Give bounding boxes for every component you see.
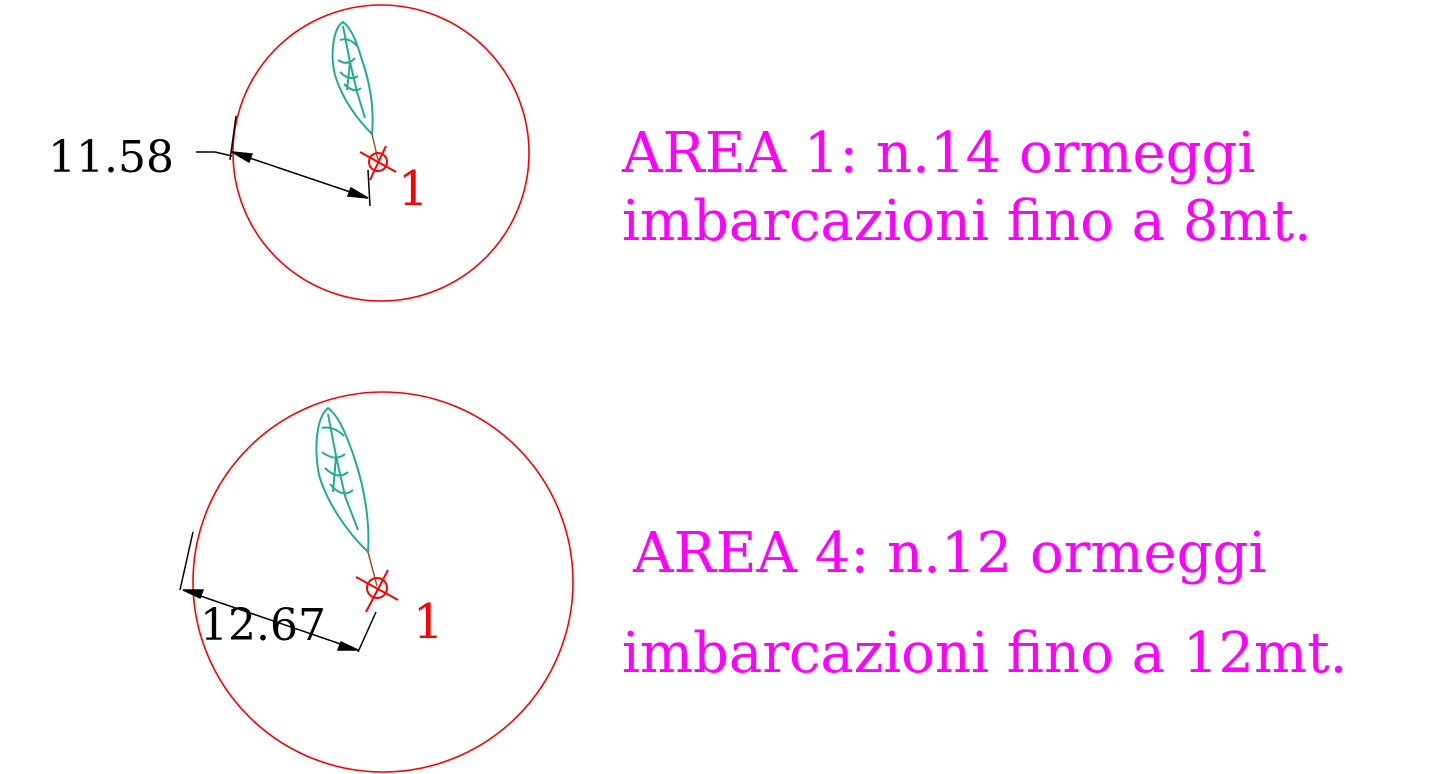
area-4-group: 1 12.67 AREA 4: n.12 ormeggi imbarcazion… [179,391,1347,773]
area-1-mooring-number: 1 [398,161,429,217]
area-4-boat-icon [315,406,370,555]
area-4-subtitle: imbarcazioni fino a 12mt. [622,621,1347,686]
area-4-mooring-number: 1 [413,594,444,650]
area-4-mooring-marker-icon [355,569,399,613]
area-4-radius-label: 12.67 [200,600,326,651]
area-1-title: AREA 1: n.14 ormeggi [621,121,1255,186]
area-1-radius-dimension [196,115,371,207]
area-4-swing-circle [192,391,574,773]
area-4-title: AREA 4: n.12 ormeggi [632,521,1266,586]
area-1-mooring-marker-icon [359,145,397,181]
area-4-radius-dimension [179,531,377,653]
area-1-group: 1 11.58 AREA 1: n.14 ormeggi imbarcazion… [48,4,1312,302]
area-1-radius-label: 11.58 [48,132,174,183]
area-1-boat-icon [331,20,374,137]
area-1-subtitle: imbarcazioni fino a 8mt. [622,189,1312,254]
area-4-mooring-line [367,551,378,587]
area-1-mooring-line [371,133,379,161]
